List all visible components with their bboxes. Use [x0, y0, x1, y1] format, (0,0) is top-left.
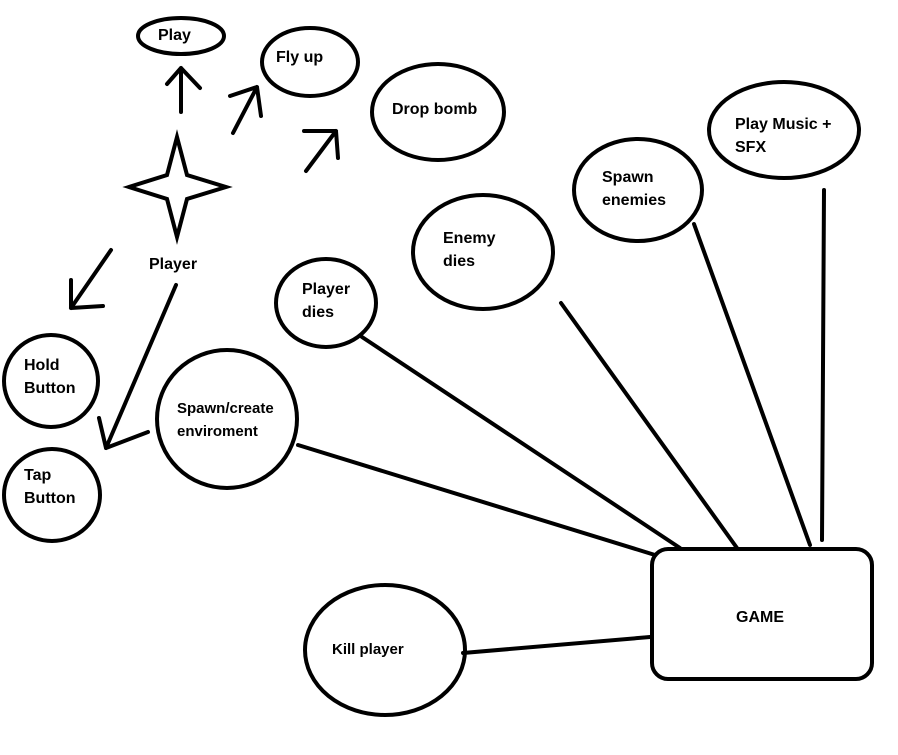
node-kill-player-label: Kill player: [332, 641, 404, 658]
node-enemy-dies-label: Enemy dies: [443, 230, 496, 270]
edge-enemy-dies-game: [559, 301, 739, 550]
node-spawn-enemies-shape: [572, 137, 704, 243]
edge-player-fly-up: [228, 85, 263, 135]
node-drop-bomb-label: Drop bomb: [392, 101, 478, 118]
edge-spawn-enemies-game: [692, 222, 812, 547]
node-kill-player-shape: [303, 583, 467, 717]
node-fly-up-shape: [260, 26, 360, 98]
edge-player-dies-game: [360, 335, 682, 550]
node-player-label: Player: [149, 256, 198, 273]
player-star-icon: [122, 129, 233, 245]
node-tap-button-label: Tap Button: [24, 467, 76, 507]
edge-spawn-environment-game: [296, 443, 657, 557]
node-hold-button-label: Hold Button: [24, 357, 76, 397]
node-enemy-dies-shape: [411, 193, 555, 311]
node-game-shape: [650, 547, 874, 681]
node-fly-up-label: Fly up: [276, 49, 324, 66]
node-hold-button-shape: [2, 333, 100, 429]
node-spawn-environment-label: Spawn/create enviroment: [177, 400, 274, 440]
node-drop-bomb-shape: [370, 62, 506, 162]
node-play-music-sfx-label: Play Music + SFX: [735, 116, 832, 156]
node-play-music-sfx-shape: [707, 80, 861, 180]
edge-player-tap-button: [97, 283, 178, 450]
node-spawn-enemies-label: Spawn enemies: [602, 169, 667, 209]
edge-kill-player-game: [461, 635, 652, 655]
node-tap-button-shape: [2, 447, 102, 543]
edge-play-music-game: [820, 188, 826, 542]
node-player-dies-label: Player dies: [302, 281, 351, 321]
edge-player-drop-bomb: [302, 129, 340, 173]
node-play-shape: [136, 16, 226, 56]
node-game-label: GAME: [736, 609, 784, 626]
node-spawn-environment-shape: [155, 348, 299, 490]
edge-player-play: [165, 66, 202, 114]
node-player-dies-shape: [274, 257, 378, 349]
edge-player-hold-button: [69, 248, 113, 310]
node-play-label: Play: [158, 27, 191, 44]
